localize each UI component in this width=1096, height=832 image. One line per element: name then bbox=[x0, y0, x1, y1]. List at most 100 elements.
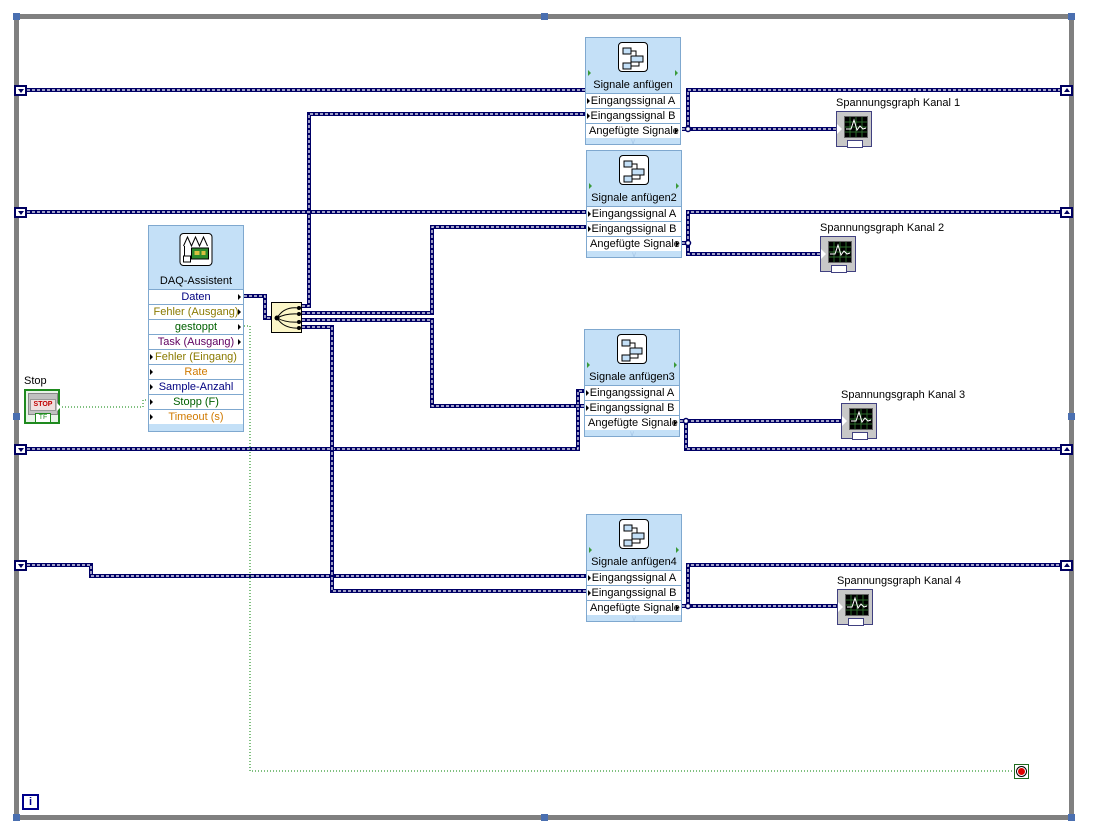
shift-register-left-1[interactable] bbox=[14, 85, 27, 96]
wire-sr1-to-append1-a[interactable] bbox=[27, 88, 589, 100]
daq-terminal-label: Task (Ausgang) bbox=[157, 336, 235, 348]
output-terminal[interactable]: Angefügte Signale bbox=[587, 600, 681, 615]
input-arrow-icon bbox=[586, 390, 589, 396]
input-terminal-b[interactable]: Eingangssignal B bbox=[587, 585, 681, 600]
daq-terminal[interactable]: Timeout (s) bbox=[149, 409, 243, 424]
expand-chevron-icon[interactable]: ∨ bbox=[631, 250, 637, 259]
resize-handle-top-right[interactable] bbox=[1068, 13, 1075, 20]
waveform-graph-terminal[interactable] bbox=[841, 403, 877, 440]
resize-handle-bottom-left[interactable] bbox=[13, 814, 20, 821]
graph-input-arrow-icon bbox=[837, 124, 842, 134]
daq-terminal-label: Sample-Anzahl bbox=[158, 381, 234, 393]
graph-type-badge bbox=[848, 618, 864, 626]
shift-register-right-1[interactable] bbox=[1060, 85, 1073, 96]
input-terminal-b[interactable]: Eingangssignal B bbox=[585, 400, 679, 415]
graph-label: Spannungsgraph Kanal 4 bbox=[837, 575, 962, 587]
daq-terminal-label: Fehler (Eingang) bbox=[155, 351, 237, 363]
daq-terminal[interactable]: Sample-Anzahl bbox=[149, 379, 243, 394]
shift-register-right-4[interactable] bbox=[1060, 560, 1073, 571]
wire-daq-data-to-split[interactable] bbox=[244, 294, 272, 320]
graph-input-arrow-icon bbox=[842, 416, 847, 426]
green-left-arrow-icon bbox=[587, 362, 590, 368]
input-terminal-a[interactable]: Eingangssignal A bbox=[587, 206, 681, 221]
wire-append2-to-graph2[interactable] bbox=[686, 243, 820, 256]
resize-handle-right-middle[interactable] bbox=[1068, 413, 1075, 420]
shift-register-left-3[interactable] bbox=[14, 444, 27, 455]
shift-register-right-2[interactable] bbox=[1060, 207, 1073, 218]
daq-terminal[interactable]: gestoppt bbox=[149, 319, 243, 334]
wire-junction bbox=[684, 125, 692, 133]
graph-input-arrow-icon bbox=[821, 249, 826, 259]
stop-output-arrow bbox=[57, 403, 61, 411]
loop-condition-terminal[interactable] bbox=[1014, 764, 1029, 779]
split-signal-node[interactable] bbox=[271, 302, 302, 333]
resize-handle-left-middle[interactable] bbox=[13, 413, 20, 420]
waveform-graph-icon bbox=[845, 594, 869, 616]
waveform-graph-terminal[interactable] bbox=[837, 589, 873, 626]
green-right-arrow-icon bbox=[675, 70, 678, 76]
graph-input-arrow-icon bbox=[838, 602, 843, 612]
daq-terminal-label: Daten bbox=[181, 291, 211, 303]
wire-sr4-to-append4-a[interactable] bbox=[27, 563, 588, 578]
output-arrow-icon bbox=[676, 605, 679, 611]
resize-handle-top-left[interactable] bbox=[13, 13, 20, 20]
wire-split-2-to-append2-b[interactable] bbox=[302, 225, 588, 315]
input-a-label: Eingangssignal A bbox=[591, 208, 677, 220]
shift-register-right-3[interactable] bbox=[1060, 444, 1073, 455]
iteration-terminal[interactable]: i bbox=[22, 794, 39, 810]
shift-register-left-2[interactable] bbox=[14, 207, 27, 218]
iteration-glyph: i bbox=[28, 796, 33, 808]
append-signals-icon bbox=[619, 155, 649, 185]
input-arrow-icon bbox=[588, 590, 591, 596]
waveform-graph-icon bbox=[849, 408, 873, 430]
wire-stop-to-daq[interactable] bbox=[62, 399, 149, 408]
expand-chevron-icon[interactable]: ∨ bbox=[629, 429, 635, 438]
wire-junction bbox=[684, 602, 692, 610]
daq-terminal[interactable]: Daten bbox=[149, 289, 243, 304]
append-node-title: Signale anfügen bbox=[593, 79, 673, 91]
input-terminal-a[interactable]: Eingangssignal A bbox=[586, 93, 680, 108]
input-terminal-b[interactable]: Eingangssignal B bbox=[586, 108, 680, 123]
daq-terminal[interactable]: Fehler (Eingang) bbox=[149, 349, 243, 364]
resize-handle-bottom-right[interactable] bbox=[1068, 814, 1075, 821]
resize-handle-bottom-middle[interactable] bbox=[541, 814, 548, 821]
wire-sr3-to-append3-a[interactable] bbox=[27, 389, 586, 451]
green-right-arrow-icon bbox=[676, 547, 679, 553]
expand-chevron-icon[interactable]: ∨ bbox=[631, 614, 637, 623]
wire-stopped-to-loop-condition[interactable] bbox=[244, 325, 1014, 772]
wire-split-4-to-append4-b-stripe bbox=[302, 326, 588, 592]
output-label: Angefügte Signale bbox=[588, 417, 678, 429]
input-terminal-a[interactable]: Eingangssignal A bbox=[585, 385, 679, 400]
output-arrow-icon bbox=[238, 324, 241, 330]
input-b-label: Eingangssignal B bbox=[591, 223, 677, 235]
waveform-graph-terminal[interactable] bbox=[820, 236, 856, 273]
stop-control-terminal[interactable]: STOP TF bbox=[24, 389, 60, 424]
wire-split-3-to-append3-b[interactable] bbox=[302, 318, 586, 408]
shift-register-left-4[interactable] bbox=[14, 560, 27, 571]
input-terminal-b[interactable]: Eingangssignal B bbox=[587, 221, 681, 236]
daq-terminal[interactable]: Stopp (F) bbox=[149, 394, 243, 409]
output-arrow-icon bbox=[238, 309, 241, 315]
input-terminal-a[interactable]: Eingangssignal A bbox=[587, 570, 681, 585]
daq-terminal[interactable]: Task (Ausgang) bbox=[149, 334, 243, 349]
output-terminal[interactable]: Angefügte Signale bbox=[587, 236, 681, 251]
waveform-graph-terminal[interactable] bbox=[836, 111, 872, 148]
resize-handle-top-middle[interactable] bbox=[541, 13, 548, 20]
wire-split-4-to-append4-b[interactable] bbox=[302, 325, 588, 593]
output-terminal[interactable]: Angefügte Signale bbox=[586, 123, 680, 138]
daq-terminal-label: Fehler (Ausgang) bbox=[153, 306, 239, 318]
output-terminal[interactable]: Angefügte Signale bbox=[585, 415, 679, 430]
daq-terminal[interactable]: Rate bbox=[149, 364, 243, 379]
green-right-arrow-icon bbox=[674, 362, 677, 368]
daq-terminal[interactable]: Fehler (Ausgang) bbox=[149, 304, 243, 319]
input-arrow-icon bbox=[150, 399, 153, 405]
expand-chevron-icon[interactable]: ∨ bbox=[630, 137, 636, 146]
boolean-type-label: TF bbox=[35, 413, 51, 423]
wire-sr4-to-append4-a-stripe bbox=[27, 564, 588, 577]
